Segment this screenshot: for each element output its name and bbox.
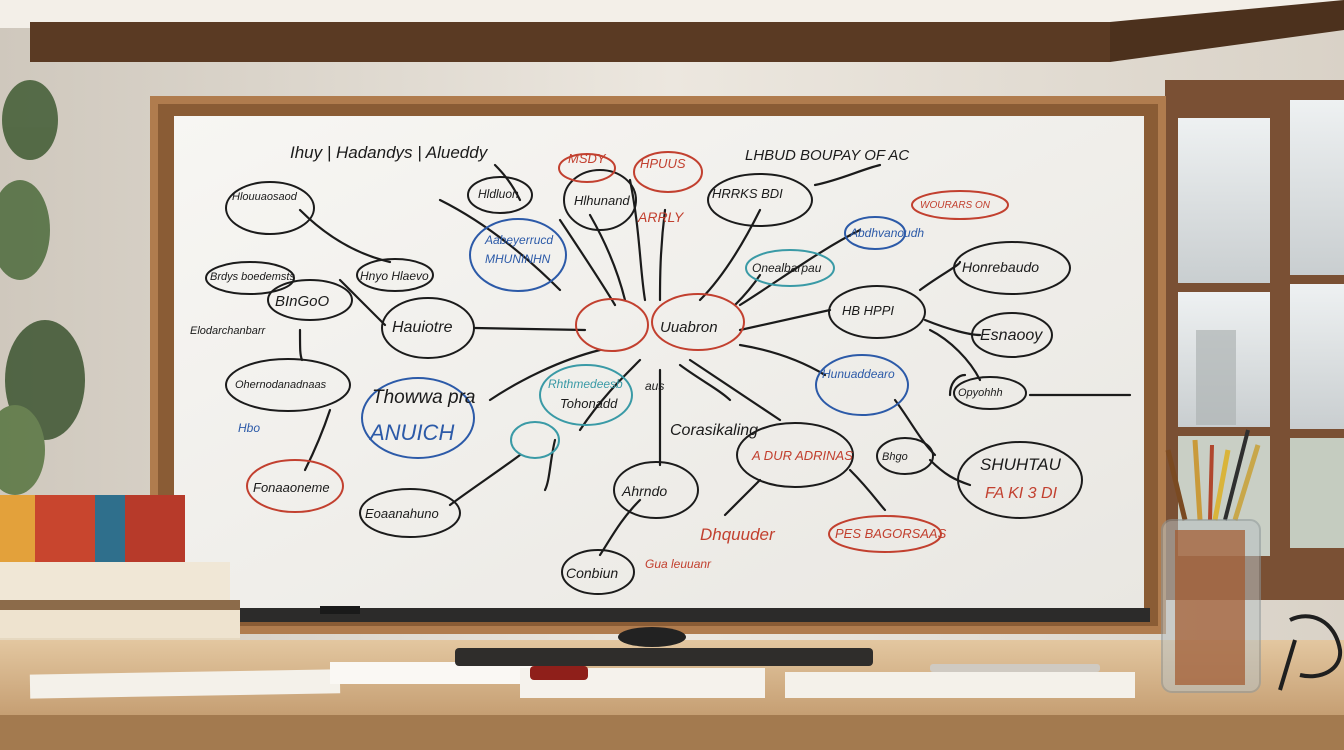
node-label: LHBUD BOUPAY OF AC — [745, 147, 909, 164]
node-label: BInGoO — [275, 293, 330, 310]
node-label: Gua leuuanr — [645, 557, 712, 571]
mindmap-connectors — [298, 163, 1132, 557]
plant — [0, 80, 85, 495]
node-label: WOURARS ON — [920, 200, 991, 211]
node-label: Uuabron — [660, 319, 718, 336]
node-label: Esnaooy — [980, 327, 1043, 344]
node-label: Abdhvanoudh — [849, 226, 924, 240]
mindmap-node-outlines — [205, 151, 1083, 595]
node-label: Dhquuder — [700, 525, 776, 544]
node-label: Thowwa pra — [372, 387, 476, 408]
node-label: Fonaaoneme — [253, 480, 330, 495]
node-label: Aabeyerrucd — [484, 233, 553, 247]
mindmap-labels: Ihuy | Hadandys | Alueddy MSDY HPUUS LHB… — [190, 143, 1062, 581]
node-label: aus — [645, 379, 664, 393]
node-label: Bhgo — [882, 451, 908, 463]
desk-items — [29, 627, 1135, 699]
ceiling-beam — [30, 22, 1110, 62]
node-label: Hnyo Hlaevo — [360, 269, 429, 283]
node-label: MHUNINHN — [485, 252, 551, 266]
node-label: Tohonadd — [560, 396, 618, 411]
glasses — [1278, 614, 1343, 691]
node-label: Elodarchanbarr — [190, 325, 267, 337]
node-label: Hldluon — [478, 187, 519, 201]
node-label: FA KI 3 DI — [985, 485, 1058, 502]
node-label: ARRLY — [637, 209, 685, 225]
node-label: SHUHTAU — [980, 455, 1062, 474]
node-label: Hauiotre — [392, 319, 453, 336]
node-label: A DUR ADRINAS — [751, 448, 853, 463]
node-label: Corasikaling — [670, 422, 758, 439]
node-label: Brdys boedemsts — [210, 271, 295, 283]
node-label: PES BAGORSAAS — [835, 526, 947, 541]
node-label: HRRKS BDI — [712, 186, 783, 201]
node-label: Hunuaddearo — [822, 367, 895, 381]
ceiling-beam-right — [1110, 0, 1344, 62]
node-label: Ahrndo — [621, 483, 667, 499]
node-label: Rhthmedeesb — [548, 377, 623, 391]
whiteboard-surface — [174, 116, 1144, 608]
node-label: MSDY — [568, 151, 607, 166]
node-label: Ohernodanadnaas — [235, 379, 327, 391]
node-label: ANUICH — [368, 420, 454, 445]
node-label: HPUUS — [640, 156, 686, 171]
marker-tray — [220, 608, 1150, 622]
node-label: Onealbarpau — [752, 261, 822, 275]
node-label: Hlhunand — [574, 193, 630, 208]
node-label: Honrebaudo — [962, 259, 1039, 275]
node-label: Eoaanahuno — [365, 506, 439, 521]
pencil-cup — [1161, 429, 1261, 693]
node-label: Opyohhh — [958, 387, 1003, 399]
node-label: Hbo — [238, 421, 260, 435]
node-label: Ihuy | Hadandys | Alueddy — [290, 143, 489, 162]
node-label: HB HPPI — [842, 303, 894, 318]
node-label: Conbiun — [566, 565, 618, 581]
node-label: Hlouuaosaod — [232, 191, 298, 203]
